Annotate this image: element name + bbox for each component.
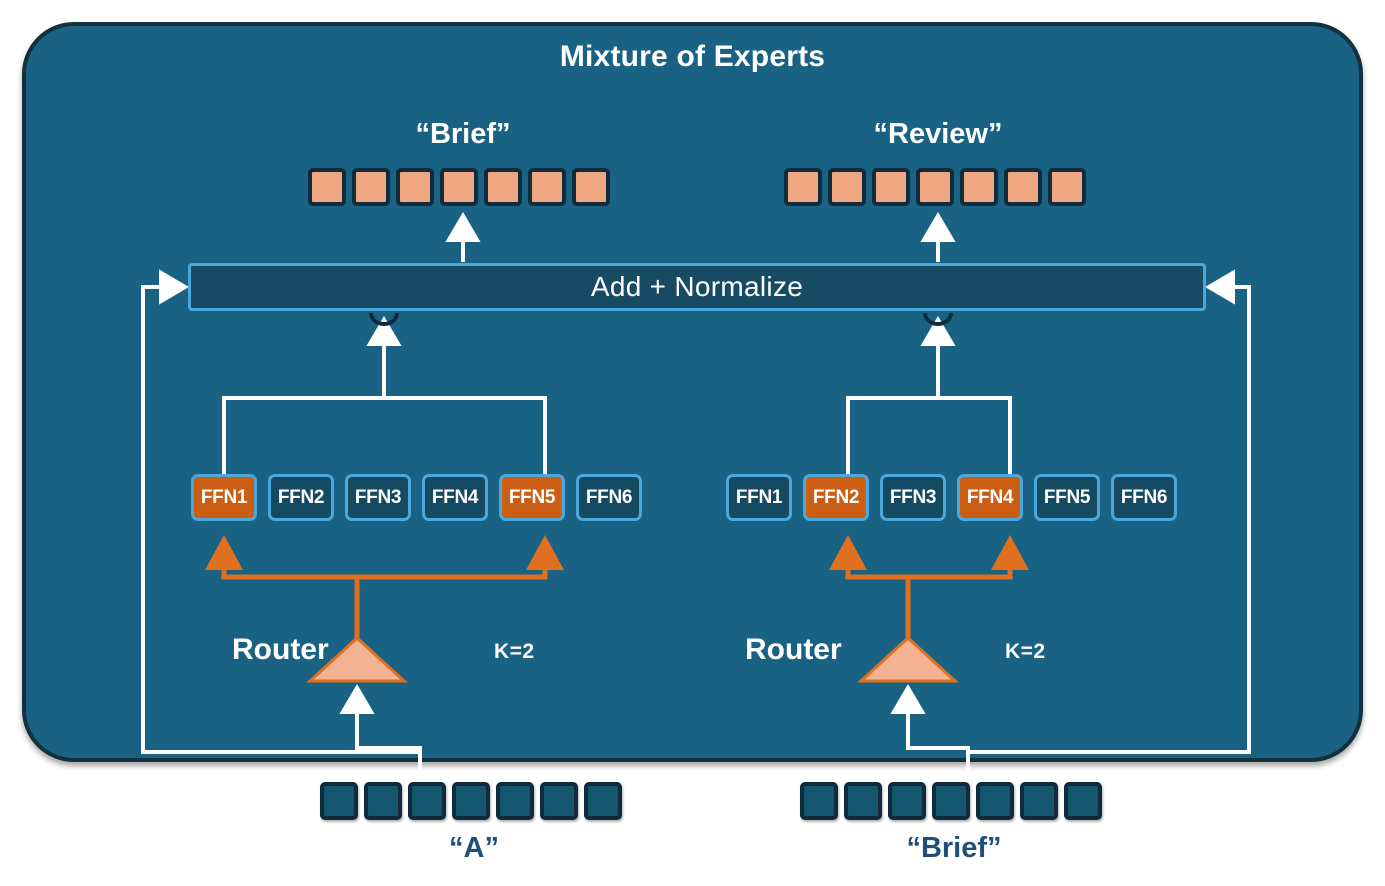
expert-right-ffn4[interactable]: FFN4 — [957, 474, 1023, 521]
input-token — [364, 782, 402, 820]
expert-left-ffn5[interactable]: FFN5 — [499, 474, 565, 521]
expert-left-ffn4[interactable]: FFN4 — [422, 474, 488, 521]
input-token — [452, 782, 490, 820]
output-token — [1048, 168, 1086, 206]
expert-label: FFN5 — [508, 486, 556, 508]
expert-label: FFN1 — [200, 486, 248, 508]
input-token — [932, 782, 970, 820]
add-normalize-block[interactable]: Add + Normalize — [188, 263, 1206, 311]
output-token — [1004, 168, 1042, 206]
expert-left-ffn1[interactable]: FFN1 — [191, 474, 257, 521]
expert-group-right: FFN1 FFN2 FFN3 FFN4 FFN5 FFN6 — [726, 474, 1177, 521]
expert-group-left: FFN1 FFN2 FFN3 FFN4 FFN5 FFN6 — [191, 474, 642, 521]
output-token — [396, 168, 434, 206]
input-token — [844, 782, 882, 820]
input-token — [584, 782, 622, 820]
output-label-right: “Review” — [873, 118, 1003, 150]
expert-left-ffn2[interactable]: FFN2 — [268, 474, 334, 521]
input-token-row-right — [800, 782, 1102, 820]
output-token — [528, 168, 566, 206]
input-token-row-left — [320, 782, 622, 820]
expert-label: FFN3 — [889, 486, 937, 508]
output-label-left: “Brief” — [415, 118, 511, 150]
input-token — [496, 782, 534, 820]
input-label-right: “Brief” — [906, 832, 1002, 864]
expert-right-ffn3[interactable]: FFN3 — [880, 474, 946, 521]
input-token — [976, 782, 1014, 820]
expert-label: FFN6 — [585, 486, 633, 508]
input-token — [1064, 782, 1102, 820]
expert-label: FFN5 — [1043, 486, 1091, 508]
expert-label: FFN1 — [735, 486, 783, 508]
input-token — [320, 782, 358, 820]
input-token — [888, 782, 926, 820]
input-token — [800, 782, 838, 820]
expert-right-ffn2[interactable]: FFN2 — [803, 474, 869, 521]
expert-label: FFN4 — [431, 486, 479, 508]
router-label-right: Router — [745, 633, 842, 666]
k-label-right: K=2 — [1005, 640, 1046, 663]
output-token — [916, 168, 954, 206]
input-label-left: “A” — [449, 832, 499, 864]
output-token — [960, 168, 998, 206]
input-token — [408, 782, 446, 820]
output-token-row-right — [784, 168, 1086, 206]
output-token — [828, 168, 866, 206]
output-token — [872, 168, 910, 206]
expert-label: FFN3 — [354, 486, 402, 508]
expert-right-ffn5[interactable]: FFN5 — [1034, 474, 1100, 521]
expert-right-ffn6[interactable]: FFN6 — [1111, 474, 1177, 521]
expert-label: FFN2 — [812, 486, 860, 508]
output-token — [784, 168, 822, 206]
router-label-left: Router — [232, 633, 329, 666]
expert-left-ffn3[interactable]: FFN3 — [345, 474, 411, 521]
output-token-row-left — [308, 168, 610, 206]
expert-right-ffn1[interactable]: FFN1 — [726, 474, 792, 521]
input-token — [1020, 782, 1058, 820]
k-label-left: K=2 — [494, 640, 535, 663]
output-token — [484, 168, 522, 206]
output-token — [352, 168, 390, 206]
expert-label: FFN4 — [966, 486, 1014, 508]
input-token — [540, 782, 578, 820]
expert-label: FFN2 — [277, 486, 325, 508]
output-token — [440, 168, 478, 206]
expert-label: FFN6 — [1120, 486, 1168, 508]
page-title: Mixture of Experts — [559, 40, 826, 73]
output-token — [572, 168, 610, 206]
output-token — [308, 168, 346, 206]
expert-left-ffn6[interactable]: FFN6 — [576, 474, 642, 521]
add-normalize-label: Add + Normalize — [590, 271, 804, 302]
mixture-of-experts-panel: Mixture of Experts — [22, 22, 1363, 762]
